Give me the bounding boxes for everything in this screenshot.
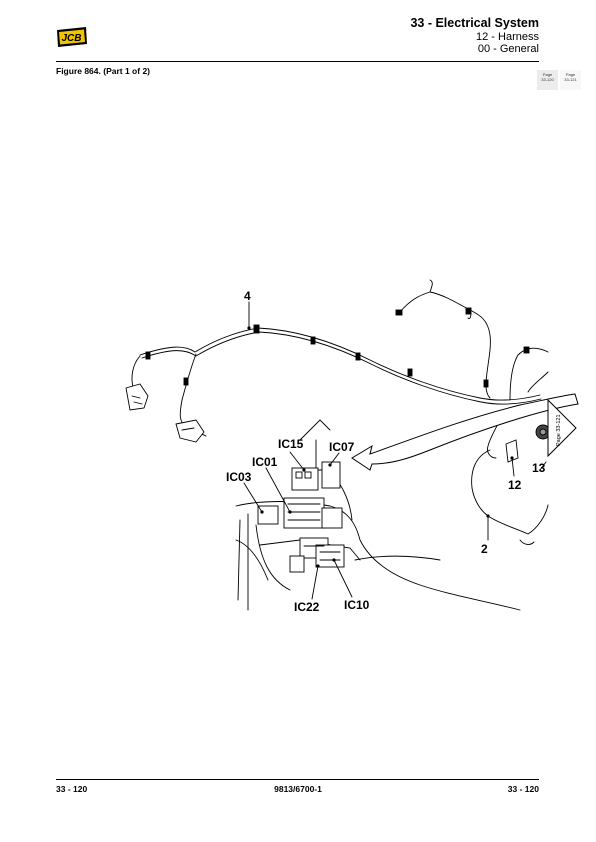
footer-page-left: 33 - 120 bbox=[56, 784, 88, 794]
page-tab-label: Page bbox=[542, 72, 553, 77]
callout-ic15: IC15 bbox=[278, 437, 304, 451]
page-tab-number: 33-120 bbox=[541, 77, 554, 82]
harness-right-branch bbox=[509, 347, 549, 401]
callout-12: 12 bbox=[508, 478, 522, 492]
footer-doc-number: 9813/6700-1 bbox=[274, 784, 322, 794]
page-ref-label: Page 33-121 bbox=[556, 415, 562, 447]
page-tab-label: Page bbox=[565, 72, 576, 77]
harness-main-run bbox=[139, 327, 541, 401]
jcb-logo: JCB bbox=[57, 27, 87, 47]
page-tab-next[interactable]: Page 33-121 bbox=[560, 70, 581, 90]
callout-ic07: IC07 bbox=[329, 440, 355, 454]
section-title: 33 - Electrical System bbox=[410, 16, 539, 30]
footer-rule bbox=[56, 779, 539, 780]
page-tabs: Page 33-120 Page 33-121 bbox=[537, 70, 583, 90]
topic-title: 00 - General bbox=[477, 43, 539, 55]
subsection-title: 12 - Harness bbox=[476, 31, 539, 43]
direction-arrow bbox=[351, 393, 579, 471]
footer-page-right: 33 - 120 bbox=[507, 784, 539, 794]
callout-ic01: IC01 bbox=[252, 455, 278, 469]
page-ref-box bbox=[547, 398, 577, 458]
callout-4: 4 bbox=[244, 289, 251, 303]
dashboard-frame bbox=[235, 501, 521, 611]
jcb-logo-text: JCB bbox=[62, 33, 82, 44]
callout-ic03: IC03 bbox=[226, 470, 252, 484]
figure-caption: Figure 864. (Part 1 of 2) bbox=[56, 66, 150, 76]
callout-2: 2 bbox=[481, 542, 488, 556]
page-tab-current[interactable]: Page 33-120 bbox=[537, 70, 558, 90]
page-tab-number: 33-121 bbox=[564, 77, 577, 82]
callout-13: 13 bbox=[532, 461, 546, 475]
callout-ic22: IC22 bbox=[294, 600, 320, 614]
harness-top-branch bbox=[399, 291, 491, 399]
callout-ic10: IC10 bbox=[344, 598, 370, 612]
section-header: 33 - Electrical System 12 - Harness 00 -… bbox=[410, 16, 539, 55]
header-rule bbox=[56, 61, 539, 62]
